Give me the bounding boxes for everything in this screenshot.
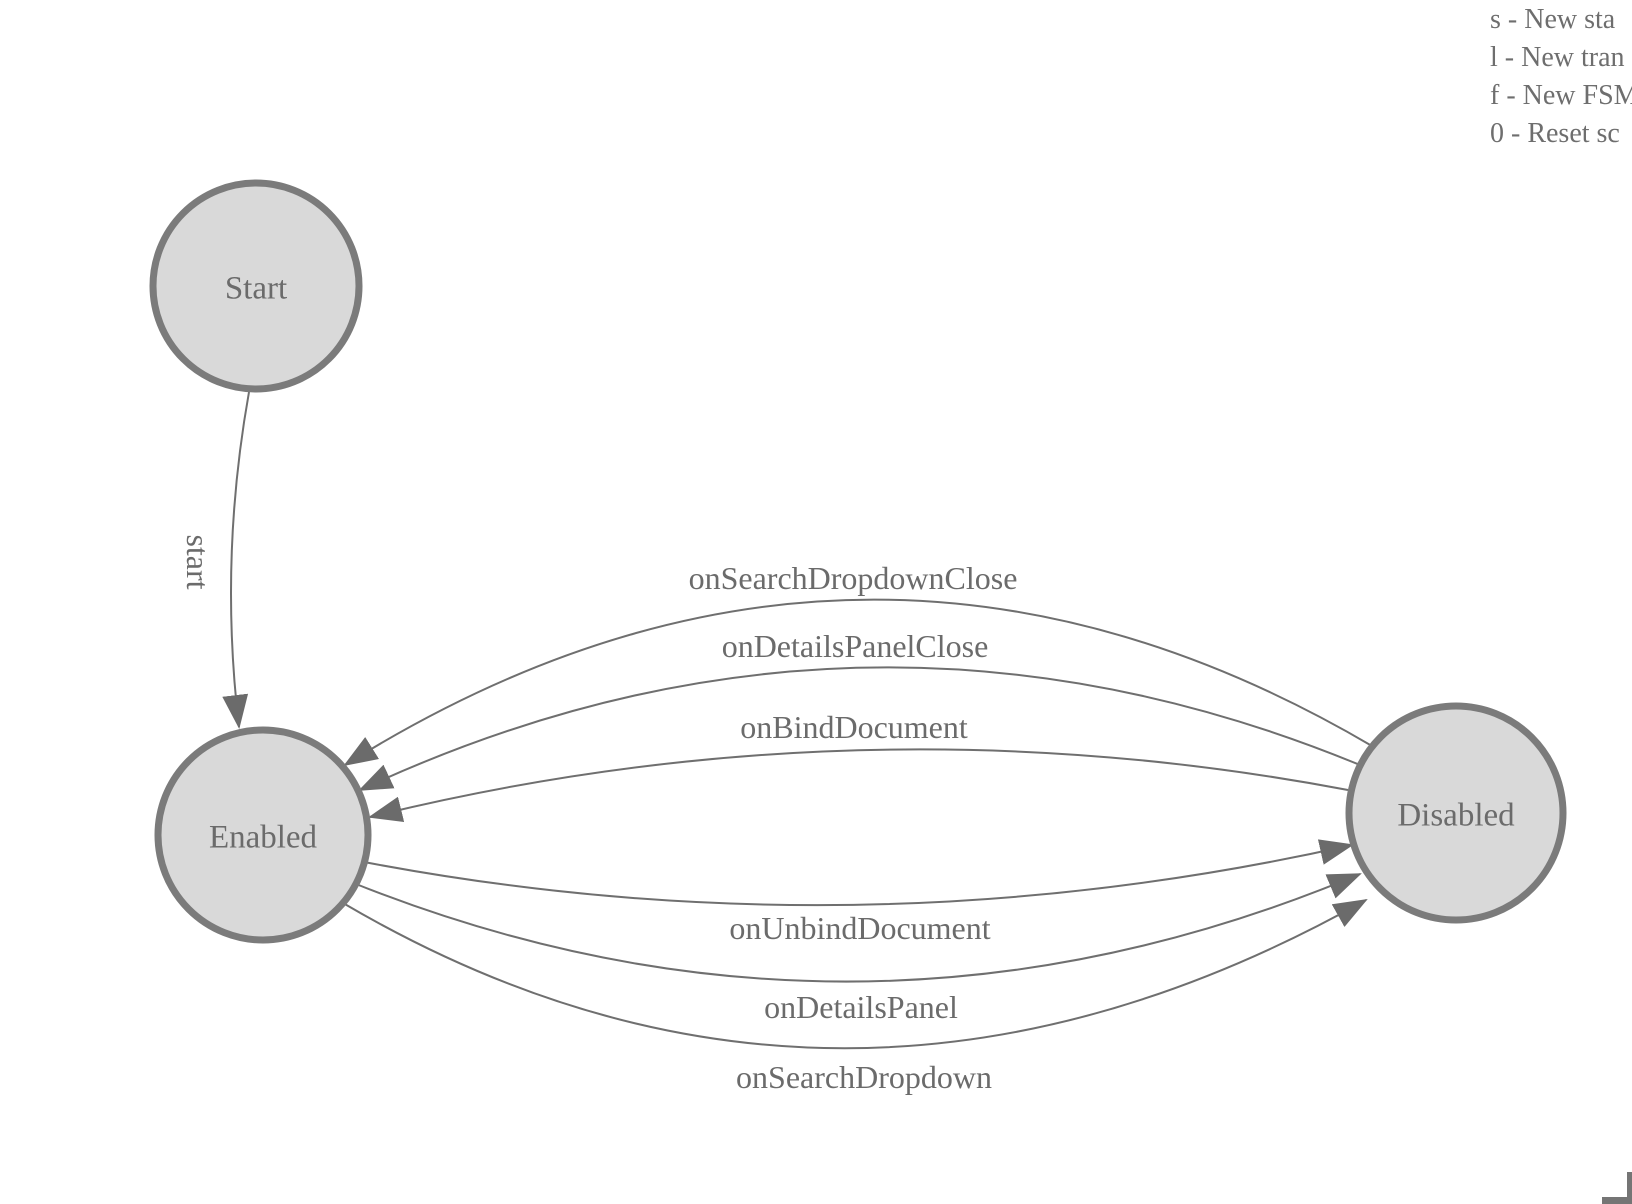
edge-label-onbinddocument: onBindDocument xyxy=(740,709,968,745)
edge-onsearchdropdown[interactable] xyxy=(342,899,1368,1050)
state-node-start[interactable] xyxy=(149,179,363,393)
legend-line-new-fsm: f - New FSM xyxy=(1490,80,1632,111)
edge-label-ondetailspanelclose: onDetailsPanelClose xyxy=(722,628,989,664)
viewport-corner-handle-vertical xyxy=(1627,1172,1632,1204)
keyboard-shortcuts-legend: s - New sta l - New tran f - New FSM 0 -… xyxy=(1490,1,1632,153)
legend-line-new-transition: l - New tran xyxy=(1490,42,1625,73)
edge-label-onsearchdropdownclose: onSearchDropdownClose xyxy=(689,560,1018,596)
edge-label-start: start xyxy=(180,534,216,589)
edge-label-ondetailspanel: onDetailsPanel xyxy=(764,989,958,1025)
state-node-disabled[interactable] xyxy=(1345,702,1567,924)
edge-onsearchdropdownclose[interactable] xyxy=(343,598,1373,767)
state-label-start: Start xyxy=(225,271,287,307)
state-label-disabled: Disabled xyxy=(1397,798,1515,834)
legend-line-new-state: s - New sta xyxy=(1490,4,1616,35)
edge-label-onunbinddocument: onUnbindDocument xyxy=(729,910,990,946)
edge-ondetailspanel[interactable] xyxy=(355,873,1362,983)
edge-onbinddocument[interactable] xyxy=(368,748,1349,822)
edge-onunbinddocument[interactable] xyxy=(363,839,1354,907)
edge-start-to-enabled[interactable] xyxy=(222,391,250,729)
legend-line-reset: 0 - Reset sc xyxy=(1490,118,1620,149)
viewport-corner-handle-horizontal xyxy=(1602,1197,1632,1204)
state-label-enabled: Enabled xyxy=(209,820,318,856)
state-node-enabled[interactable] xyxy=(154,726,372,944)
edge-label-onsearchdropdown: onSearchDropdown xyxy=(736,1059,992,1095)
edge-ondetailspanelclose[interactable] xyxy=(358,666,1361,791)
